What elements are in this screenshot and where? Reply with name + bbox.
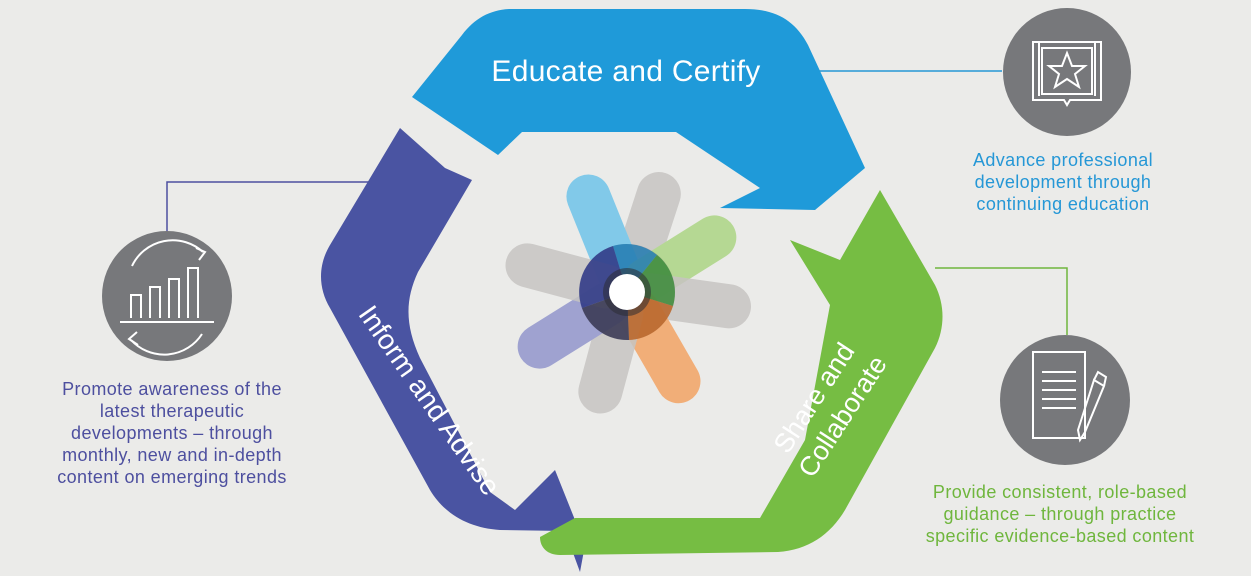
- flower-logo-icon: [505, 172, 751, 414]
- bar-chart-refresh-icon: [102, 231, 232, 361]
- book-star-icon: [1003, 8, 1131, 136]
- educate-caption-line-3: continuing education: [976, 194, 1150, 214]
- inform-arrow: [321, 128, 585, 572]
- educate-caption-line-1: Advance professional: [972, 150, 1154, 170]
- document-pen-icon: [1000, 335, 1130, 465]
- flower-center: [609, 274, 645, 310]
- inform-caption-line-2: latest therapeutic: [99, 401, 245, 421]
- educate-arrow-label: Educate and Certify: [491, 55, 760, 88]
- inform-caption: Promote awareness of the latest therapeu…: [16, 378, 328, 488]
- inform-caption-line-1: Promote awareness of the: [62, 379, 282, 399]
- educate-caption-line-2: development through: [974, 172, 1152, 192]
- share-caption-line-2: guidance – through practice: [943, 504, 1177, 524]
- share-caption-line-3: specific evidence-based content: [925, 526, 1195, 546]
- share-connector: [935, 267, 1068, 335]
- educate-arrow: [412, 9, 865, 210]
- share-caption-line-1: Provide consistent, role-based: [932, 482, 1188, 502]
- inform-caption-line-3: developments – through: [71, 423, 273, 443]
- inform-caption-line-4: monthly, new and in-depth: [62, 445, 282, 465]
- share-caption: Provide consistent, role-based guidance …: [870, 481, 1250, 547]
- share-arrow: [540, 190, 943, 555]
- educate-caption: Advance professional development through…: [925, 149, 1201, 215]
- inform-caption-line-5: content on emerging trends: [57, 467, 287, 487]
